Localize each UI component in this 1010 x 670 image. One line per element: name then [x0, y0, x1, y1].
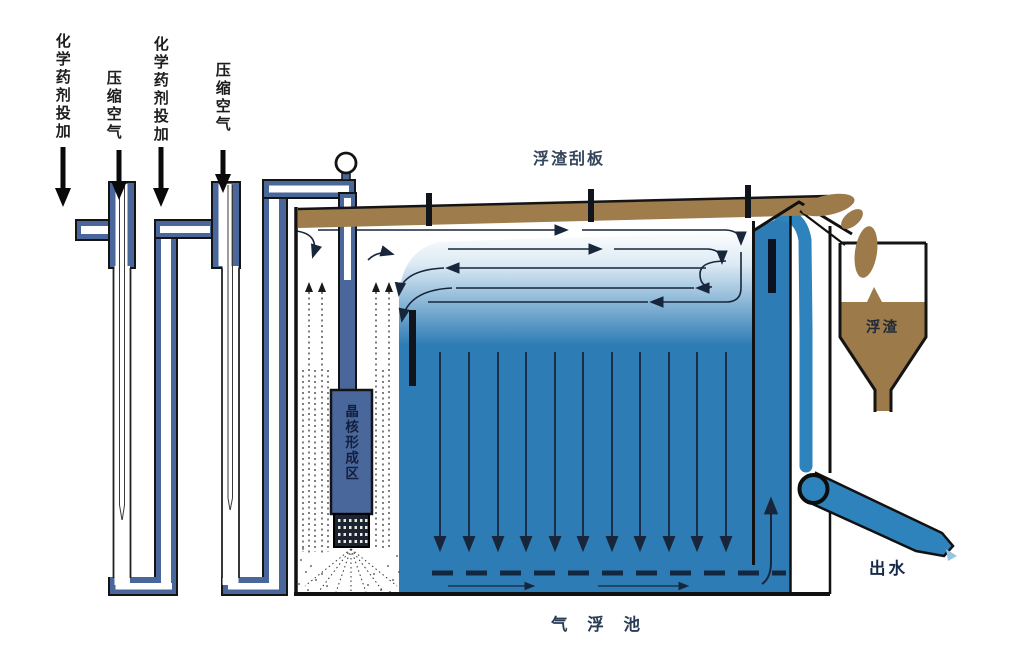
scum-hopper: [801, 193, 928, 412]
dosing-arrows: [55, 147, 231, 207]
riser-up-arrow: [761, 496, 779, 585]
scum-lump: [801, 193, 855, 217]
scum-lump: [854, 226, 878, 278]
label-chemical-dosing-2: 化学药剂投加: [151, 36, 170, 144]
pressure-gauge: [334, 151, 358, 175]
label-effluent: 出水: [869, 559, 908, 578]
scum-lump: [841, 209, 863, 229]
outlet-pivot: [797, 473, 830, 505]
saturator-pipe-train: [75, 151, 358, 596]
label-chemical-dosing-1: 化学药剂投加: [53, 33, 72, 141]
label-scum: 浮渣: [866, 320, 899, 336]
inlet-baffle: [409, 310, 416, 386]
surface-flow-arrows: [295, 224, 747, 323]
label-nucleation-zone: 晶核形成区: [342, 404, 359, 482]
scraper-blade: [588, 189, 594, 222]
label-compressed-air-2: 压缩空气: [213, 62, 232, 134]
bubble-streams: [302, 282, 393, 555]
tank-walls: [294, 207, 832, 596]
nucleation-column: [329, 388, 374, 548]
scum-discharge-ramp: [752, 200, 853, 246]
scraper-blade: [745, 185, 751, 218]
riser-baffle: [768, 239, 776, 293]
label-scum-scraper: 浮渣刮板: [533, 149, 606, 168]
bubble-speckles: [298, 548, 400, 594]
diagram-caption: 气 浮 池: [551, 615, 647, 634]
separation-zone-water: [399, 212, 790, 592]
effluent-outlet-assembly: [797, 471, 957, 561]
label-compressed-air-1: 压缩空气: [104, 70, 123, 142]
riser-channel: [753, 212, 790, 592]
scraper-blade: [426, 193, 432, 226]
scum-layer: [297, 185, 829, 228]
diffuser-fan: [304, 548, 398, 593]
outlet-drip: [946, 549, 957, 561]
downflow-arrows: [433, 352, 733, 553]
